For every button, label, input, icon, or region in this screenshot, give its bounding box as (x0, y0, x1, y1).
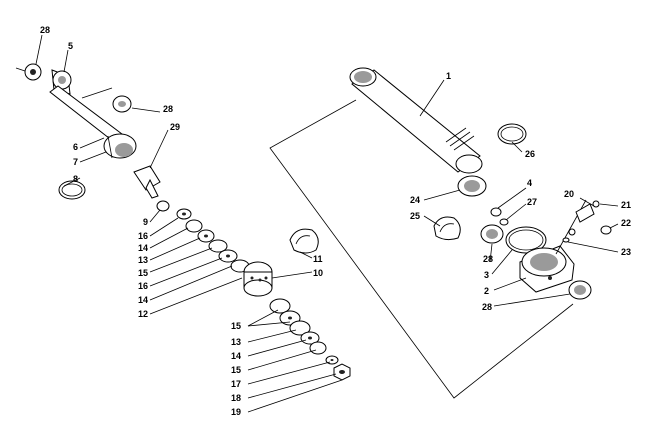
part-8-o-ring (58, 180, 86, 200)
callout-28-bottom: 28 (482, 302, 492, 312)
callout-27: 27 (527, 197, 537, 207)
callout-21: 21 (621, 200, 631, 210)
callout-24: 24 (410, 195, 420, 205)
part-25-retaining-ring (433, 216, 461, 241)
part-26-snap-ring (497, 123, 527, 145)
callout-3: 3 (484, 270, 489, 280)
part-19-nut (333, 363, 351, 381)
part-20-valve-assembly (555, 199, 595, 255)
callout-8: 8 (73, 174, 78, 184)
callout-14-c: 14 (231, 351, 241, 361)
callout-28-mid: 28 (163, 104, 173, 114)
part-21-valve-core (592, 200, 600, 208)
callout-29: 29 (170, 122, 180, 132)
callout-6: 6 (73, 142, 78, 152)
shim-stack-upper (156, 200, 250, 273)
callout-15-b: 15 (231, 321, 241, 331)
callout-20: 20 (564, 189, 574, 199)
part-7-seal-head (103, 133, 137, 159)
callout-11: 11 (313, 254, 323, 264)
part-28-bushing-mid (112, 95, 132, 113)
shim-stack-lower (269, 298, 339, 365)
callout-15-a: 15 (138, 268, 148, 278)
callout-22: 22 (621, 218, 631, 228)
callout-25: 25 (410, 211, 420, 221)
callout-19: 19 (231, 407, 241, 417)
part-11-piston-ring (289, 228, 319, 254)
part-28-bushing-bottom-right (568, 280, 592, 300)
assembly-bracket-line (269, 99, 574, 399)
callout-14-a: 14 (138, 243, 148, 253)
callout-12: 12 (138, 309, 148, 319)
callout-23: 23 (621, 247, 631, 257)
part-3-o-ring (505, 226, 547, 254)
part-6-piston-rod (49, 85, 123, 143)
part-28-bushing-top (15, 63, 42, 81)
callout-1: 1 (446, 71, 451, 81)
part-29-rod-collar (133, 165, 161, 199)
callout-28-right: 28 (483, 254, 493, 264)
part-24-spring-adjuster (457, 175, 487, 197)
callout-10: 10 (313, 268, 323, 278)
part-4-small-o-ring (490, 207, 502, 217)
callout-17: 17 (231, 379, 241, 389)
part-2-end-cap (519, 245, 575, 293)
part-1-shock-body (349, 67, 483, 174)
part-10-piston (243, 261, 273, 297)
callout-7: 7 (73, 157, 78, 167)
part-23-o-ring-small (562, 237, 570, 243)
callout-2: 2 (484, 286, 489, 296)
callout-13-b: 13 (231, 337, 241, 347)
callout-9: 9 (143, 217, 148, 227)
callout-4: 4 (527, 178, 532, 188)
callout-26: 26 (525, 149, 535, 159)
callout-18: 18 (231, 393, 241, 403)
part-28-bushing-right-mid (480, 224, 504, 244)
callout-14-b: 14 (138, 295, 148, 305)
part-22-cap (600, 225, 612, 235)
callout-5: 5 (68, 41, 73, 51)
callout-28-top: 28 (40, 25, 50, 35)
callout-16-b: 16 (138, 281, 148, 291)
callout-13-a: 13 (138, 255, 148, 265)
callout-labels: 28 5 28 29 6 7 8 9 16 14 13 15 16 14 12 … (40, 25, 631, 417)
leader-lines (35, 34, 619, 413)
part-27-washer (499, 218, 509, 226)
callout-15-c: 15 (231, 365, 241, 375)
callout-16-a: 16 (138, 231, 148, 241)
